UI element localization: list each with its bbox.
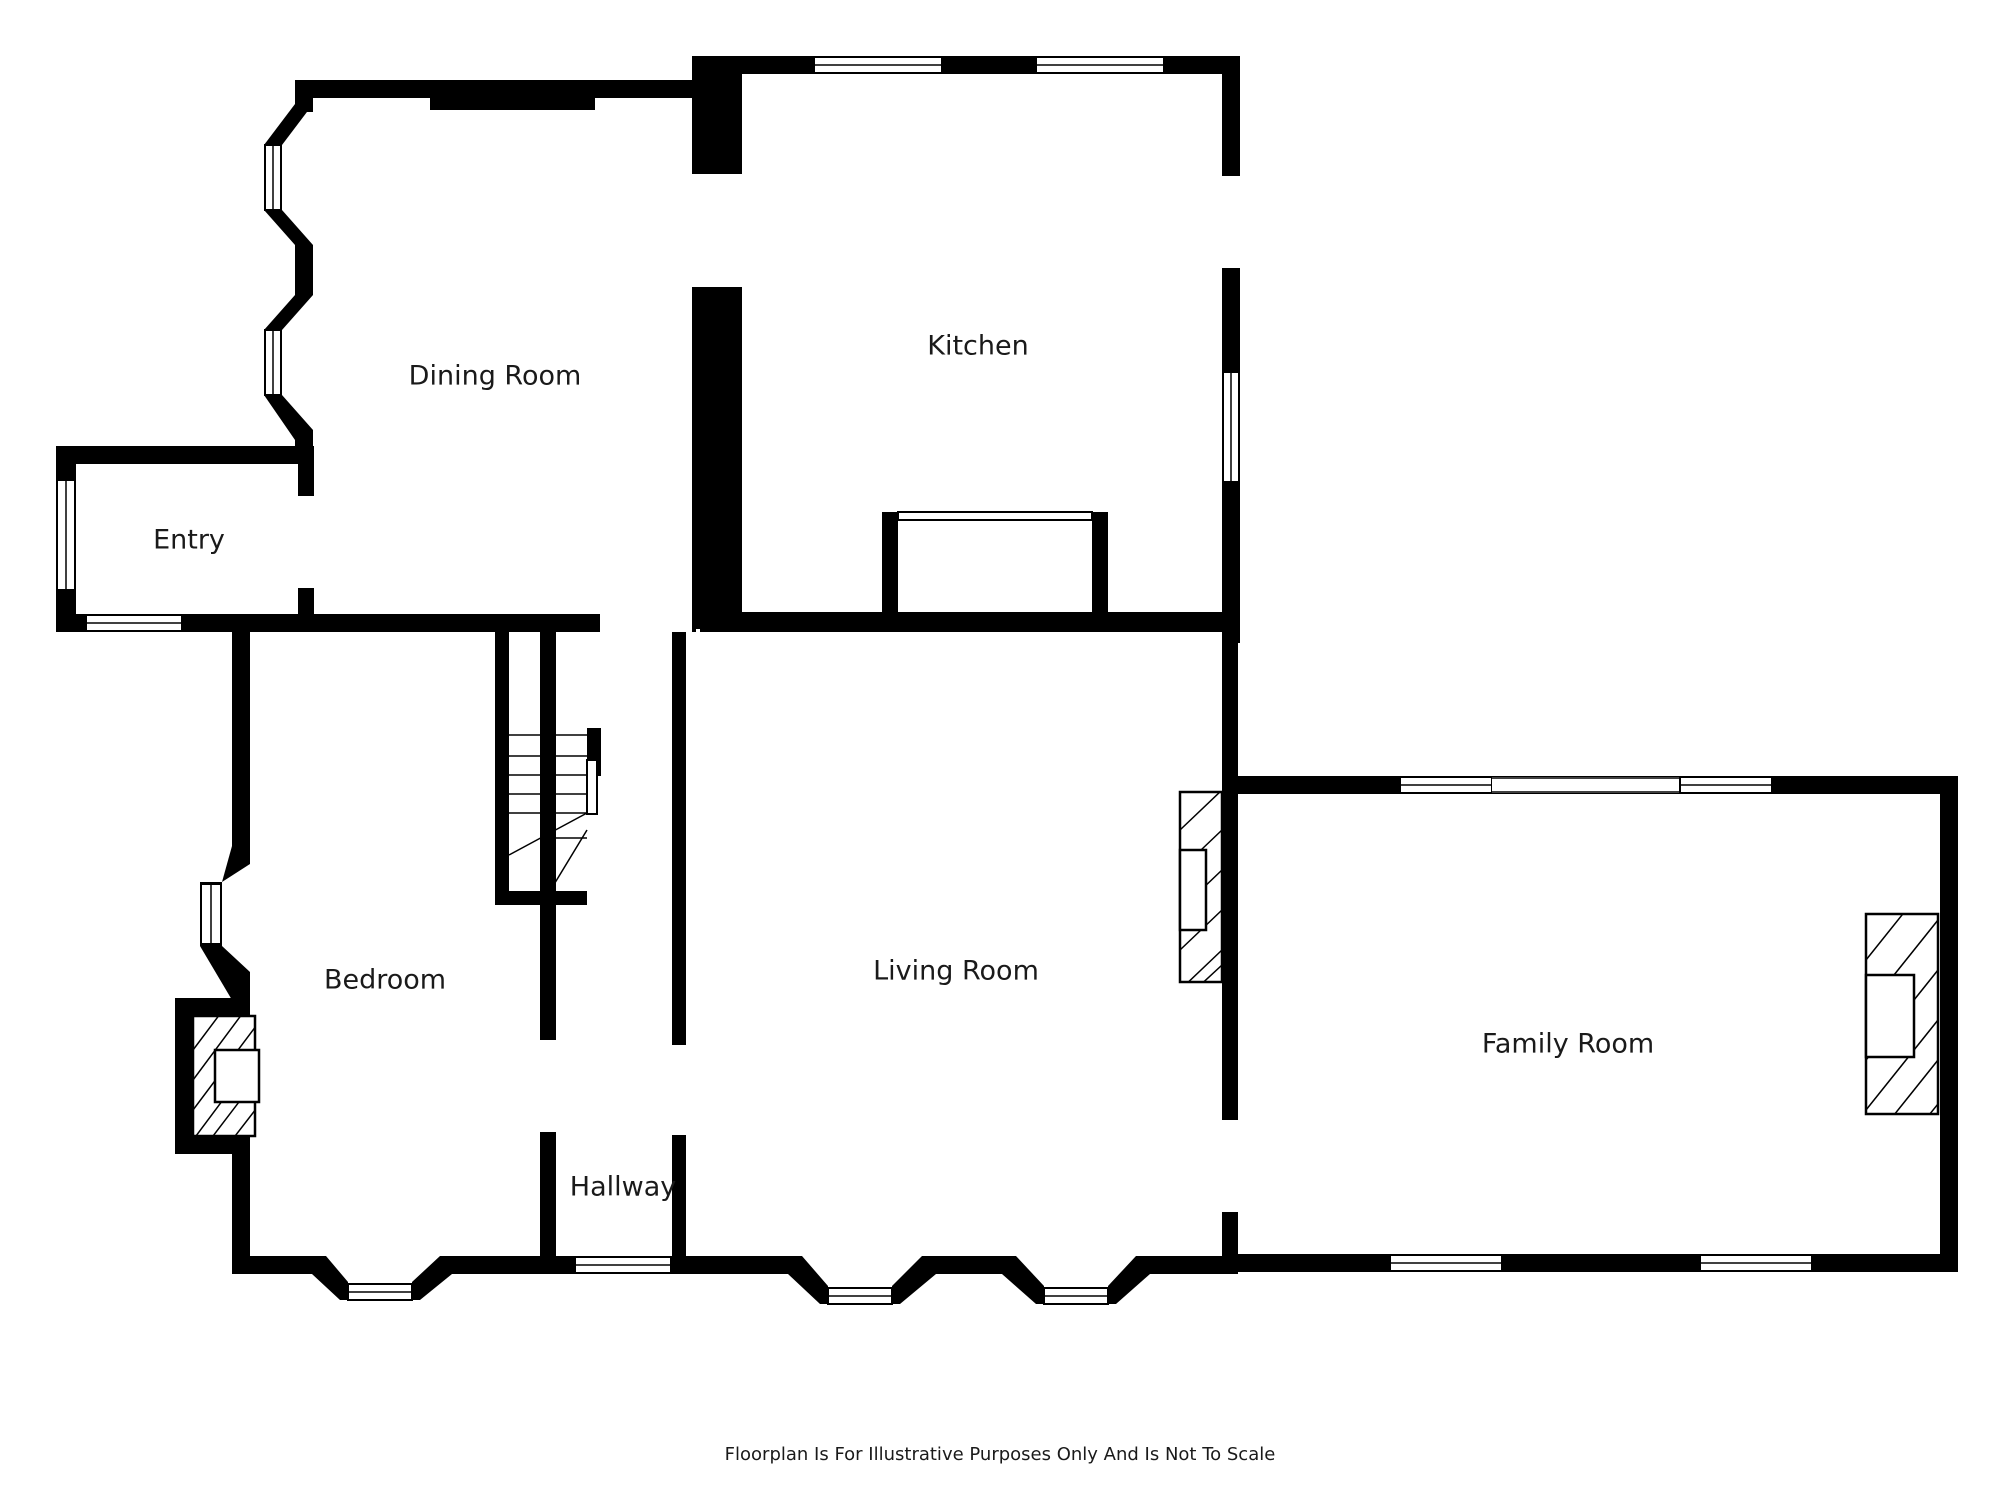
family-room-fireplace bbox=[1864, 912, 1940, 1116]
dining-room bbox=[264, 80, 695, 460]
living-room bbox=[690, 614, 1240, 1304]
windows bbox=[56, 56, 1813, 1305]
hallway bbox=[672, 630, 702, 1274]
family-room-label: Family Room bbox=[1482, 1029, 1654, 1060]
hallway-label: Hallway bbox=[570, 1172, 676, 1203]
entry-label: Entry bbox=[153, 525, 225, 556]
family-room bbox=[1222, 776, 1958, 1272]
bedroom-label: Bedroom bbox=[324, 965, 446, 996]
entry bbox=[56, 446, 696, 632]
living-room-fireplace bbox=[1178, 790, 1224, 984]
staircase bbox=[495, 630, 601, 905]
bedroom-fireplace bbox=[191, 1014, 261, 1138]
door-openings bbox=[300, 174, 1238, 1212]
dining-room-label: Dining Room bbox=[409, 361, 582, 392]
living-room-label: Living Room bbox=[873, 956, 1039, 987]
bedroom bbox=[175, 630, 575, 1300]
kitchen-label: Kitchen bbox=[927, 331, 1028, 362]
disclaimer: Floorplan Is For Illustrative Purposes O… bbox=[724, 1444, 1276, 1465]
